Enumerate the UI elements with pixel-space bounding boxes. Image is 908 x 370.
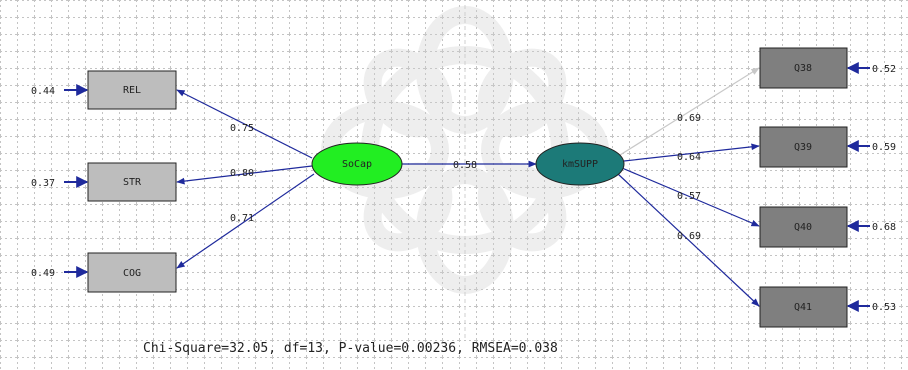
indicator-label-rel: REL [123, 85, 141, 96]
loading-label-q41: 0.69 [677, 231, 701, 242]
path-kmsupp-q41 [617, 173, 760, 307]
loading-label-rel: 0.75 [230, 123, 254, 134]
latent-socap-label: SoCap [342, 159, 372, 170]
loading-label-q38: 0.69 [677, 113, 701, 124]
indicator-label-q38: Q38 [794, 63, 812, 74]
latent-socap [311, 142, 403, 186]
fit-statistics: Chi-Square=32.05, df=13, P-value=0.00236… [143, 341, 558, 356]
loading-label-str: 0.80 [230, 168, 254, 179]
indicator-box-q41 [759, 286, 848, 328]
indicator-label-cog: COG [123, 268, 141, 279]
path-socap-str [176, 165, 313, 185]
path-kmsupp-q39 [623, 143, 760, 162]
error-variance-q41: 0.53 [872, 302, 896, 313]
path-kmsupp-q40 [621, 167, 760, 227]
indicator-box-q38 [759, 47, 848, 89]
path-kmsupp-q38 [619, 67, 760, 156]
latent-kmsupp-label: kmSUPP [562, 159, 598, 170]
indicator-label-q41: Q41 [794, 302, 812, 313]
error-variance-q39: 0.59 [872, 142, 896, 153]
indicator-label-q40: Q40 [794, 222, 812, 233]
indicator-box-rel [87, 70, 177, 110]
error-variance-rel: 0.44 [31, 86, 55, 97]
indicator-box-str [87, 162, 177, 202]
loading-label-q40: 0.57 [677, 191, 701, 202]
loading-label-cog: 0.71 [230, 213, 254, 224]
indicator-box-cog [87, 252, 177, 293]
indicator-label-str: STR [123, 177, 142, 188]
path-socap-rel [176, 89, 313, 159]
loading-label-q39: 0.64 [677, 152, 701, 163]
error-variance-q38: 0.52 [872, 64, 896, 75]
latent-kmsupp [535, 142, 625, 186]
path-socap-cog [176, 173, 315, 269]
indicator-label-q39: Q39 [794, 142, 812, 153]
error-variance-str: 0.37 [31, 178, 55, 189]
indicator-box-q40 [759, 206, 848, 248]
path-label-socap-kmsupp: 0.58 [453, 160, 477, 171]
error-variance-q40: 0.68 [872, 222, 896, 233]
error-variance-cog: 0.49 [31, 268, 55, 279]
indicator-box-q39 [759, 126, 848, 168]
